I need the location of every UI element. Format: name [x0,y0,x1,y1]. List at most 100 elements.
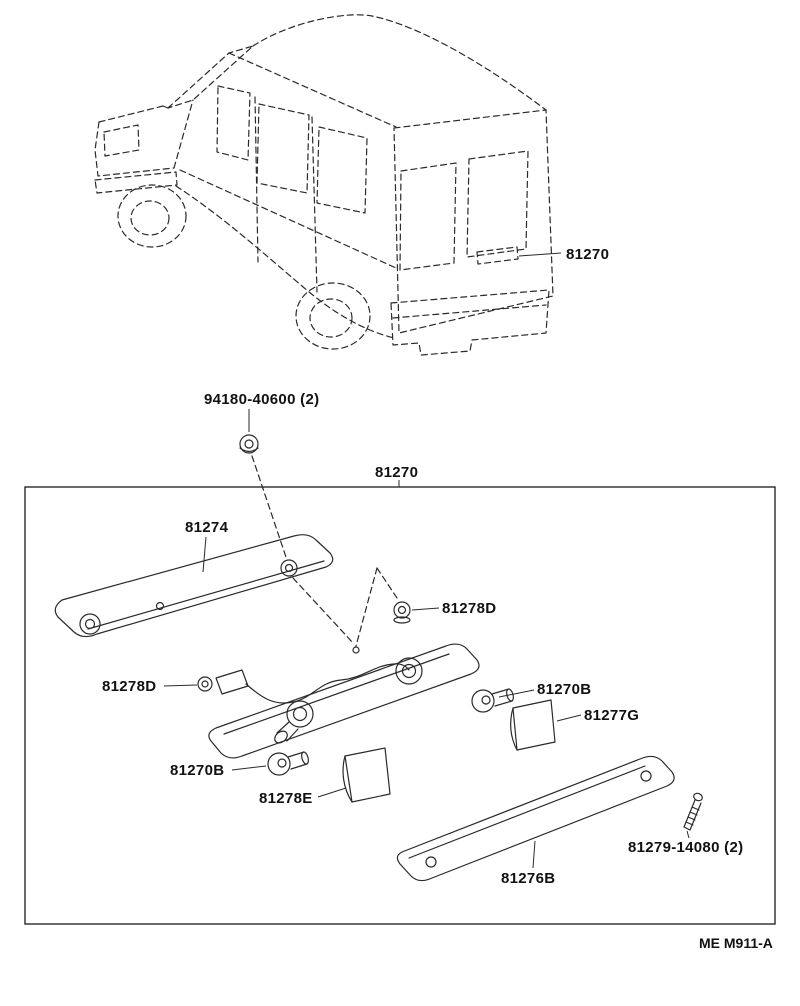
roof-far-edge [252,14,547,111]
socket-right-outer [395,657,423,685]
pad-left-curl [342,755,353,803]
label-81276B: 81276B [501,870,555,887]
lens-top-hole-left-outer [79,613,101,635]
nut-hole [244,439,254,449]
dash-v-left [355,567,378,647]
label-81270B-left: 81270B [170,762,224,779]
bulb-81270B-right [471,688,514,713]
vehicle-illustration [94,14,554,356]
housing-outline [208,643,480,759]
pad-right-curl [510,707,518,751]
lens-bottom-leader [532,840,536,869]
front-bumper [94,171,178,194]
nut-outer [239,434,259,454]
front-wheel-hub [130,200,170,236]
lens-top-81274 [54,534,334,638]
assembly-dashed-lines [251,455,400,647]
rear-panel [393,109,554,334]
side-window-2 [256,103,310,194]
rear-window-left [399,162,457,271]
front-wheel [117,184,187,248]
socket-right-inner [401,663,417,679]
side-window-1 [216,85,251,161]
grommet-left-outer [197,676,213,692]
rear-wheel-hub [309,298,353,338]
vehicle-hood [98,105,164,123]
socket-left-inner [292,706,308,722]
bulb-81270B-left [267,751,309,776]
harness-connector [215,669,249,695]
bulb-right-filament [481,695,491,705]
rear-wheel [295,282,371,350]
pad-right-leader [556,714,582,722]
mounting-nut [239,434,259,454]
housing-inner-edge [223,653,450,735]
screw-81279 [683,792,703,831]
dash-v-right [376,567,400,602]
pad-81277G [510,699,556,751]
grommet-left-hole [201,680,209,688]
lens-bottom-outline [396,755,675,882]
socket-left-outer [286,700,314,728]
headlight [103,124,140,157]
assembly-frame [24,486,776,925]
nut-flange [239,447,259,453]
bulb-left-filament [277,758,287,768]
lens-top-inner-edge [87,560,325,630]
screw-leader [686,830,690,839]
label-81277G: 81277G [584,707,639,724]
screw-threads [685,806,700,826]
lens-top-hole-left-inner [84,618,96,630]
socket-left-bulb-cap [274,730,288,744]
rear-window-right [466,150,529,258]
footer-code: ME M911-A [699,935,773,951]
bulb-left-cap [301,751,309,765]
dash-lens-to-housing [292,577,355,645]
pad-81278E [342,747,391,803]
bulb-left-glass [267,752,291,776]
lens-top-center-boss [155,601,165,611]
bulb-left-base [287,751,308,770]
grommet-right-leader [411,607,440,611]
label-81278D-left: 81278D [102,678,156,695]
label-81278E: 81278E [259,790,313,807]
screw-head [693,792,703,802]
lens-bottom-inner-edge [408,765,646,859]
label-assembly-81270: 81270 [375,464,418,481]
grommet-right-outer [393,601,411,619]
bulb-left-leader [231,765,267,771]
pad-left-outline [344,747,391,803]
lens-bottom-81276B [396,755,675,882]
label-81279: 81279-14080 (2) [628,839,743,856]
lens-top-outline [54,534,334,638]
side-window-3 [316,126,368,214]
lamp-housing [208,643,480,759]
label-nut-94180: 94180-40600 (2) [204,391,319,408]
rear-lamp-garnish [476,246,519,265]
label-81274: 81274 [185,519,229,536]
bulb-right-leader [498,689,535,698]
lens-top-hole-right-outer [280,559,298,577]
vehicle-callout-leader [518,252,562,257]
screw-shaft [683,799,702,831]
harness-wire [245,663,410,704]
label-81270B-right: 81270B [537,681,591,698]
vehicle-front-edge [94,121,175,177]
lens-bottom-hole-left [425,856,437,868]
grommet-81278D-right [393,601,411,624]
door-seam-1 [254,96,259,263]
grommet-81278D-left [197,676,213,692]
bulb-right-base [491,688,513,707]
body-crease [179,169,397,269]
rear-bumper-crease [392,304,547,319]
grommet-left-leader [163,684,198,687]
dash-nut-to-lens [251,455,288,561]
lens-top-leader [202,536,207,573]
pad-left-leader [317,787,347,798]
roof-near-edge [228,52,397,128]
label-81278D-right: 81278D [442,600,496,617]
rear-bumper [390,289,550,356]
housing-stud [352,646,360,654]
